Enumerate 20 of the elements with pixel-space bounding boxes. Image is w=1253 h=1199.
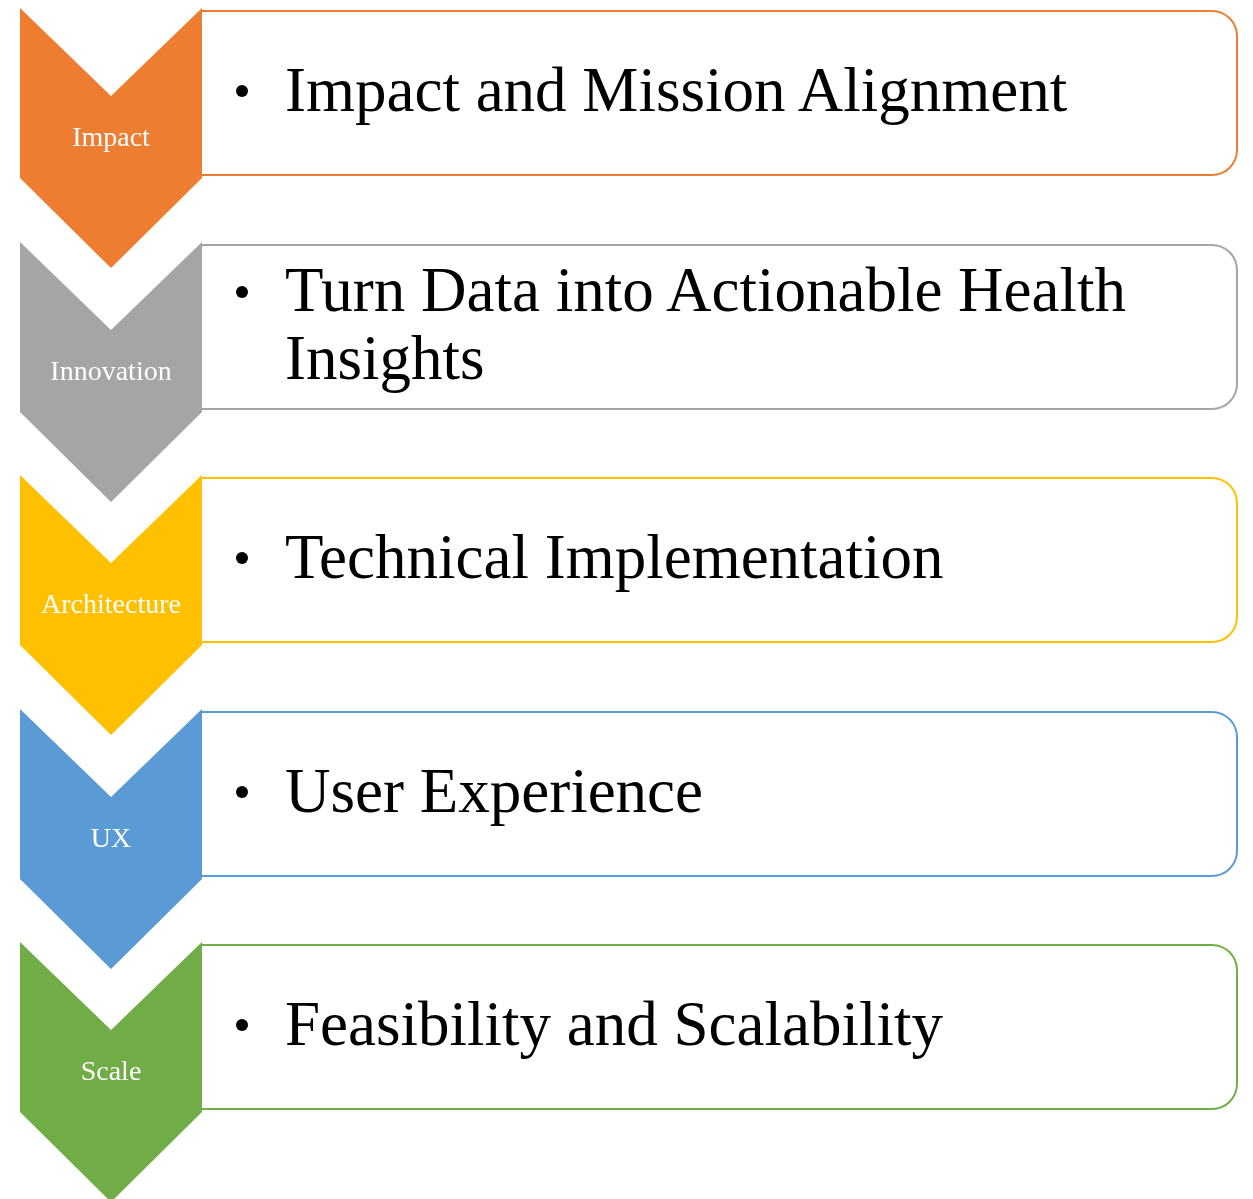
stage-label: Architecture [40, 587, 182, 621]
stage-banner [20, 708, 202, 969]
stage-label: UX [89, 820, 133, 855]
bullet-text: Turn Data into Actionable Health Insights [285, 255, 1128, 392]
stage-banner [20, 241, 202, 502]
bullet-text: Feasibility and Scalability [285, 990, 944, 1058]
stage-banner [20, 942, 202, 1199]
text-panel [202, 944, 1238, 1110]
bullet-text: Impact and Mission Alignment [285, 56, 1069, 124]
stage-label: Innovation [49, 353, 173, 388]
stage-label: Scale [79, 1054, 143, 1088]
bullet-text: Technical Implementation [285, 523, 945, 591]
stage-banner [20, 475, 202, 735]
text-panel [202, 243, 1238, 410]
stage-label: Impact [71, 120, 151, 154]
stage-banner [20, 8, 202, 268]
text-panel [202, 477, 1238, 643]
bullet-text: User Experience [285, 756, 705, 825]
text-panel [202, 10, 1238, 176]
text-panel [202, 710, 1238, 877]
